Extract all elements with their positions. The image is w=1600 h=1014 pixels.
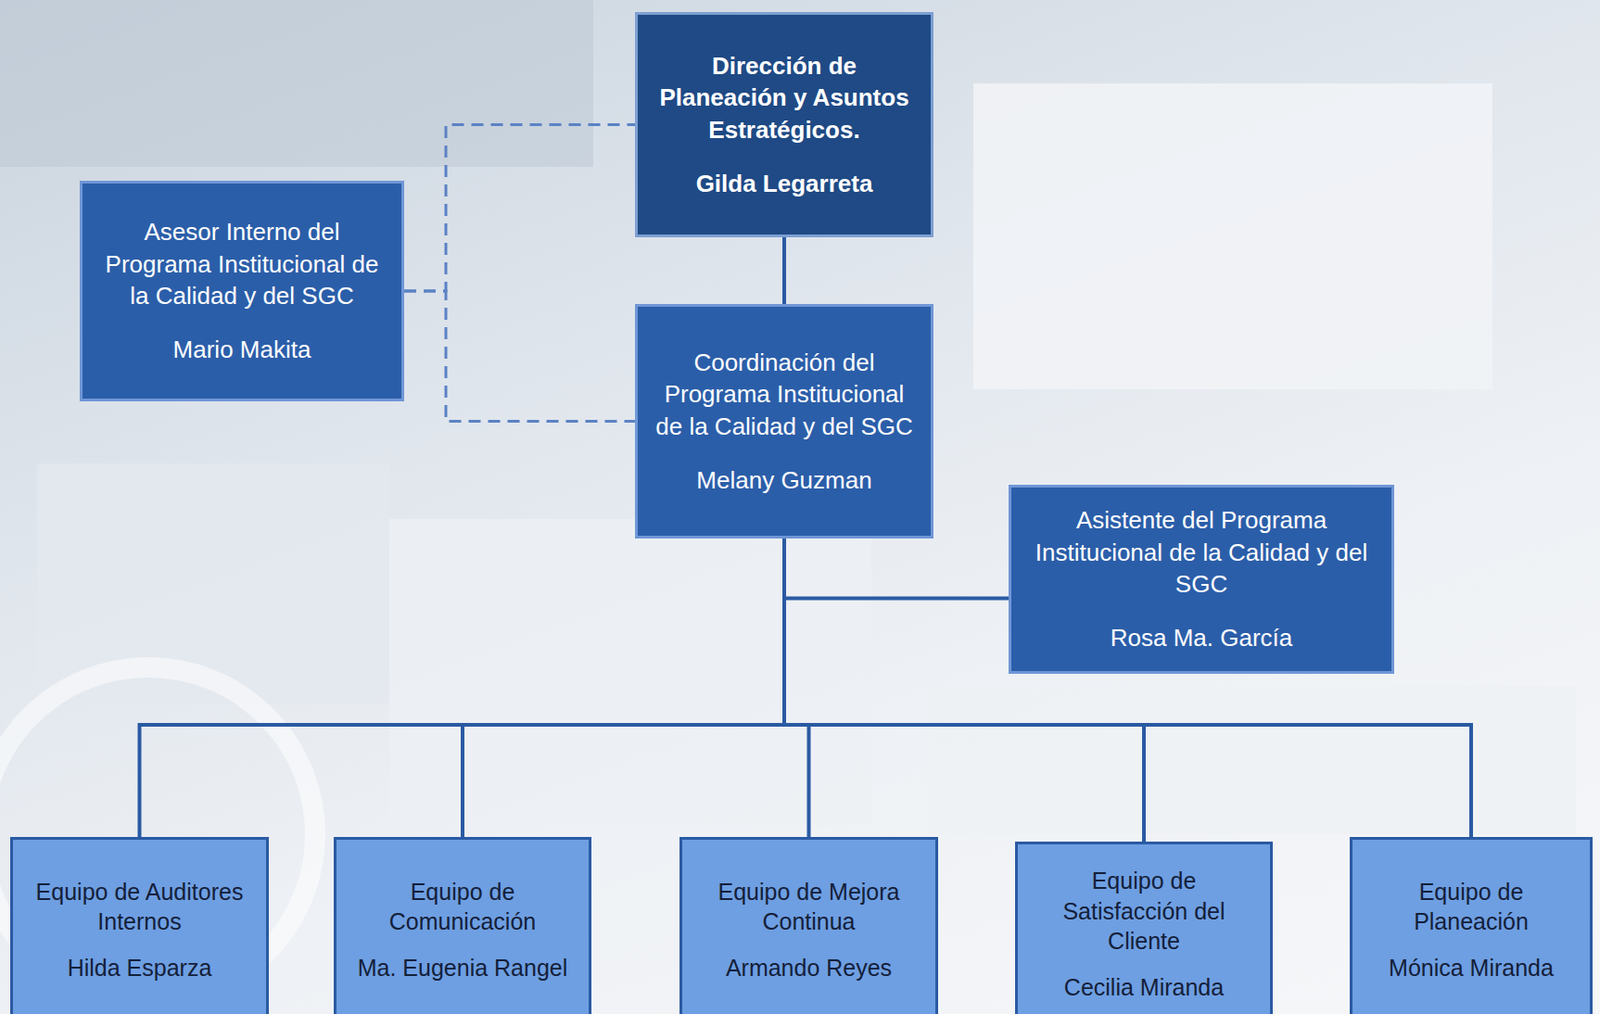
reporting-connector: [784, 538, 1009, 598]
assistant-box: Asistente del Programa Institucional de …: [1008, 484, 1395, 674]
person-name: Ma. Eugenia Rangel: [357, 952, 569, 984]
person-name: Mónica Miranda: [1388, 952, 1554, 984]
unit-title: Equipo de Auditores Internos: [24, 876, 255, 938]
team-box: Equipo de Auditores InternosHilda Esparz…: [10, 837, 269, 1014]
building-shape: [973, 83, 1493, 390]
coordination-box: Coordinación del Programa Institucional …: [634, 304, 934, 539]
person-name: Cecilia Miranda: [1064, 972, 1224, 1004]
advisory-connector: [404, 125, 635, 293]
building-shape: [926, 685, 1576, 835]
unit-title: Coordinación del Programa Institucional …: [648, 346, 920, 444]
unit-title: Equipo de Planeación: [1363, 876, 1579, 938]
team-box: Equipo de Satisfacción del ClienteCecili…: [1015, 841, 1273, 1014]
team-box: Equipo de PlaneaciónMónica Miranda: [1349, 837, 1593, 1014]
advisor-box: Asesor Interno del Programa Instituciona…: [79, 180, 405, 402]
reporting-connector: [784, 538, 810, 838]
reporting-connector: [139, 538, 786, 838]
reporting-connector: [782, 237, 787, 305]
unit-title: Asistente del Programa Institucional de …: [1022, 504, 1381, 601]
direction-box: Dirección de Planeación y Asuntos Estrat…: [634, 12, 934, 238]
unit-title: Asesor Interno del Programa Instituciona…: [93, 215, 391, 313]
advisory-connector: [404, 291, 635, 422]
person-name: Rosa Ma. García: [1110, 622, 1294, 655]
team-box: Equipo de ComunicaciónMa. Eugenia Rangel: [333, 837, 592, 1014]
unit-title: Equipo de Comunicación: [347, 876, 578, 938]
person-name: Mario Makita: [173, 333, 312, 367]
team-box: Equipo de Mejora ContinuaArmando Reyes: [679, 837, 939, 1014]
reporting-connector: [462, 538, 785, 838]
person-name: Gilda Legarreta: [696, 167, 874, 201]
person-name: Hilda Esparza: [67, 952, 213, 984]
unit-title: Equipo de Mejora Continua: [693, 876, 925, 938]
unit-title: Equipo de Satisfacción del Cliente: [1028, 865, 1259, 957]
building-shape: [0, 0, 594, 167]
person-name: Melany Guzman: [696, 464, 872, 497]
unit-title: Dirección de Planeación y Asuntos Estrat…: [648, 50, 920, 147]
person-name: Armando Reyes: [725, 952, 892, 984]
